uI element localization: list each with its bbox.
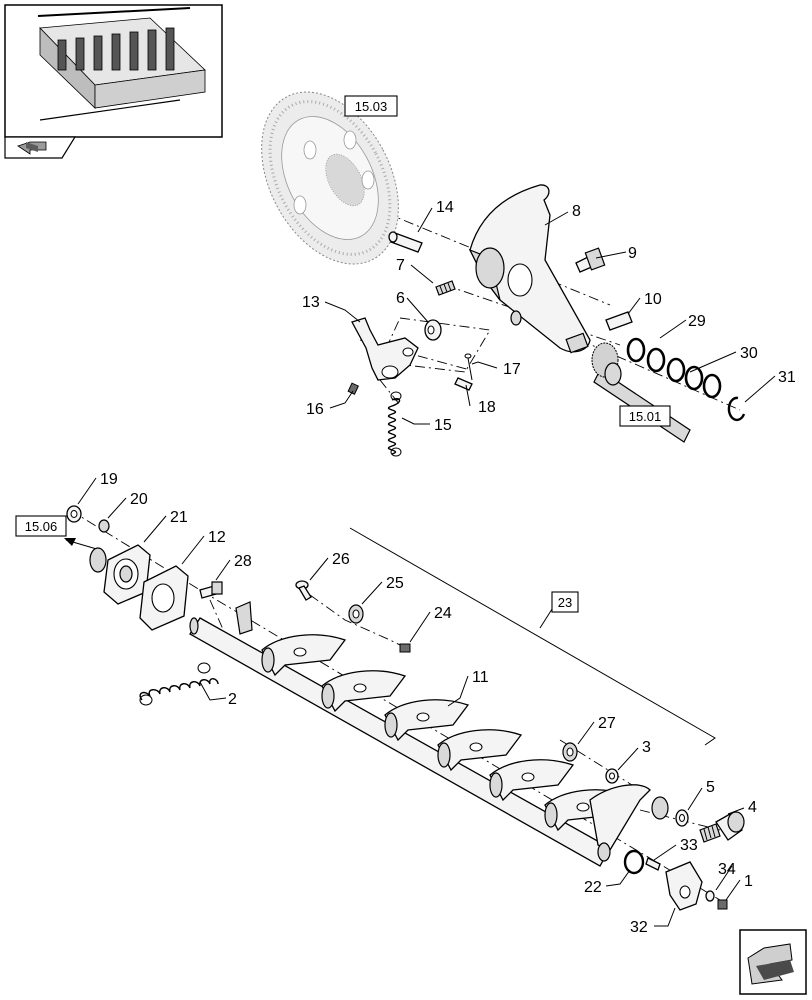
callout-19: 19 bbox=[100, 471, 118, 488]
svg-text:23: 23 bbox=[558, 595, 572, 610]
leader-lines bbox=[77, 207, 776, 927]
part-15-spring bbox=[387, 391, 402, 457]
perforated-disc bbox=[261, 91, 399, 265]
svg-text:15.06: 15.06 bbox=[25, 519, 58, 534]
callout-31: 31 bbox=[778, 369, 796, 386]
callout-30: 30 bbox=[740, 345, 758, 362]
part-34-washer bbox=[705, 890, 715, 902]
callout-28: 28 bbox=[234, 553, 252, 570]
callout-4: 4 bbox=[748, 799, 757, 816]
part-19-nut bbox=[66, 505, 82, 523]
part-2-spring bbox=[139, 662, 219, 706]
washers-29 bbox=[626, 337, 666, 373]
part-26-bolt bbox=[295, 580, 312, 601]
main-shaft bbox=[189, 601, 611, 867]
overview-thumbnail[interactable] bbox=[4, 4, 223, 159]
part-33-pin bbox=[645, 857, 661, 871]
callout-2: 2 bbox=[228, 691, 237, 708]
part-12-plate bbox=[139, 565, 189, 631]
svg-text:15.01: 15.01 bbox=[629, 409, 662, 424]
callout-25: 25 bbox=[386, 575, 404, 592]
callout-21: 21 bbox=[170, 509, 188, 526]
callout-16: 16 bbox=[306, 401, 324, 418]
part-7-screw bbox=[435, 280, 456, 296]
part-31-circlip bbox=[727, 396, 746, 422]
callout-15: 15 bbox=[434, 417, 452, 434]
callout-7: 7 bbox=[396, 257, 405, 274]
part-22-bearing bbox=[623, 849, 645, 875]
next-page-arrow-icon bbox=[747, 943, 794, 985]
part-14-pin bbox=[388, 231, 423, 253]
callout-labels: 14 8 9 7 6 10 13 29 30 17 31 16 18 15 19… bbox=[100, 199, 796, 936]
callout-12: 12 bbox=[208, 529, 226, 546]
part-18-pin bbox=[454, 377, 473, 391]
part-5-washer bbox=[675, 809, 689, 827]
callout-17: 17 bbox=[503, 361, 521, 378]
callout-33: 33 bbox=[680, 837, 698, 854]
part-4-roller bbox=[699, 811, 745, 843]
callout-22: 22 bbox=[584, 879, 602, 896]
reference-arrow-icon bbox=[64, 538, 101, 551]
callout-1: 1 bbox=[744, 873, 753, 890]
part-3-washer bbox=[605, 768, 619, 784]
ref-box-15-06[interactable]: 15.06 bbox=[15, 515, 67, 537]
callout-3: 3 bbox=[642, 739, 651, 756]
part-10-key bbox=[605, 311, 633, 331]
callout-8: 8 bbox=[572, 203, 581, 220]
part-28-bolt bbox=[199, 581, 223, 599]
washers-30 bbox=[666, 357, 722, 399]
part-21-flange bbox=[89, 544, 151, 605]
callout-11: 11 bbox=[472, 669, 489, 686]
next-page-nav[interactable] bbox=[739, 929, 807, 995]
part-24-screw bbox=[399, 643, 411, 653]
machine-overview-thumbnail-icon bbox=[37, 7, 206, 121]
callout-29: 29 bbox=[688, 313, 706, 330]
part-8-arm bbox=[468, 184, 591, 354]
callout-5: 5 bbox=[706, 779, 715, 796]
part-27-bushing bbox=[562, 742, 578, 762]
callout-20: 20 bbox=[130, 491, 148, 508]
callout-26: 26 bbox=[332, 551, 350, 568]
part-20-washer bbox=[98, 519, 110, 533]
part-13-lever bbox=[351, 317, 419, 381]
part-16-screw bbox=[347, 382, 359, 395]
lower-centre-lines bbox=[69, 509, 721, 901]
callout-13: 13 bbox=[302, 294, 320, 311]
part-9-bolt bbox=[575, 247, 606, 273]
part-1-nut bbox=[717, 899, 728, 910]
callout-34: 34 bbox=[718, 861, 736, 878]
part-17-pin bbox=[464, 353, 473, 381]
ref-box-15-03[interactable]: 15.03 bbox=[344, 95, 398, 117]
callout-27: 27 bbox=[598, 715, 616, 732]
part-25-bushing bbox=[348, 604, 364, 624]
ref-box-15-01[interactable]: 15.01 bbox=[619, 405, 671, 427]
callout-32: 32 bbox=[630, 919, 648, 936]
callout-18: 18 bbox=[478, 399, 496, 416]
svg-text:15.03: 15.03 bbox=[355, 99, 388, 114]
part-6-bushing bbox=[424, 319, 442, 341]
part-32-cam-arm bbox=[665, 861, 703, 911]
callout-14: 14 bbox=[436, 199, 454, 216]
callout-10: 10 bbox=[644, 291, 662, 308]
callout-9: 9 bbox=[628, 245, 637, 262]
ref-box-23[interactable]: 23 bbox=[551, 591, 579, 613]
part-11-cam-plates bbox=[261, 634, 669, 862]
back-arrow-icon[interactable] bbox=[17, 141, 47, 155]
callout-6: 6 bbox=[396, 290, 405, 307]
callout-24: 24 bbox=[434, 605, 452, 622]
